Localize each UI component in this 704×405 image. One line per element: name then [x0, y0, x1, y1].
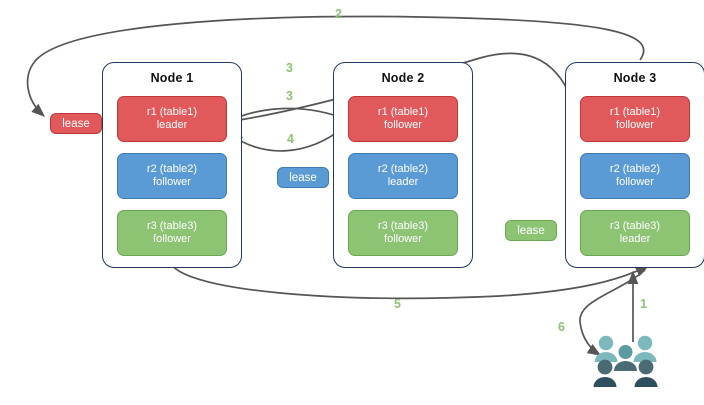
node2-replica-r2-name: r2 (table2) [377, 162, 429, 175]
edge-5-node1-to-node3 [171, 264, 650, 300]
node3-replica-r2-name: r2 (table2) [609, 162, 661, 175]
step-label-3a: 3 [286, 61, 293, 75]
node2-title: Node 2 [381, 71, 425, 85]
node1-title: Node 1 [150, 71, 194, 85]
node1-replica-r2-role: follower [153, 176, 191, 188]
node3-replica-r1-name: r1 (table1) [609, 105, 661, 118]
node1-replica-r2-name: r2 (table2) [146, 162, 198, 175]
lease-badge-r3-label: lease [517, 224, 545, 237]
node1-replica-r3-role: follower [153, 233, 191, 245]
node3-replica-r1[interactable]: r1 (table1) follower [580, 96, 690, 142]
node3-replica-r3-name: r3 (table3) [609, 219, 661, 232]
node1-replica-r3[interactable]: r3 (table3) follower [117, 210, 227, 256]
step-label-4: 4 [287, 132, 294, 146]
node1-replica-r1[interactable]: r1 (table1) leader [117, 96, 227, 142]
node1-replica-r2[interactable]: r2 (table2) follower [117, 153, 227, 199]
node3-replica-r1-role: follower [616, 119, 654, 131]
node3-replica-r2[interactable]: r2 (table2) follower [580, 153, 690, 199]
clients-people-icon[interactable] [592, 334, 660, 392]
step-label-2: 2 [335, 7, 342, 21]
edge-6-node3-to-clients [579, 269, 646, 356]
node1-replica-r1-role: leader [156, 119, 188, 131]
lease-badge-r2-label: lease [289, 171, 317, 184]
lease-badge-r2[interactable]: lease [277, 167, 329, 188]
node2-replica-r2[interactable]: r2 (table2) leader [348, 153, 458, 199]
node2-replica-r1[interactable]: r1 (table1) follower [348, 96, 458, 142]
lease-badge-r1-label: lease [62, 117, 90, 130]
node3-title: Node 3 [613, 71, 657, 85]
node-box-node2[interactable]: Node 2 r1 (table1) follower r2 (table2) … [333, 62, 473, 268]
node2-replica-r2-role: leader [387, 176, 419, 188]
node3-replica-r3[interactable]: r3 (table3) leader [580, 210, 690, 256]
step-label-1: 1 [640, 297, 647, 311]
step-label-6: 6 [558, 320, 565, 334]
node-box-node1[interactable]: Node 1 r1 (table1) leader r2 (table2) fo… [102, 62, 242, 268]
node2-replica-r1-role: follower [384, 119, 422, 131]
node1-replica-r3-name: r3 (table3) [146, 219, 198, 232]
lease-badge-r1[interactable]: lease [50, 113, 102, 134]
node2-replica-r3-role: follower [384, 233, 422, 245]
step-label-5: 5 [394, 297, 401, 311]
node2-replica-r3[interactable]: r3 (table3) follower [348, 210, 458, 256]
node1-replica-r1-name: r1 (table1) [146, 105, 198, 118]
node-box-node3[interactable]: Node 3 r1 (table1) follower r2 (table2) … [565, 62, 704, 268]
node2-replica-r1-name: r1 (table1) [377, 105, 429, 118]
step-label-3b: 3 [286, 89, 293, 103]
node3-replica-r3-role: leader [619, 233, 651, 245]
lease-badge-r3[interactable]: lease [505, 220, 557, 241]
node3-replica-r2-role: follower [616, 176, 654, 188]
node2-replica-r3-name: r3 (table3) [377, 219, 429, 232]
edge-2 [26, 15, 645, 117]
